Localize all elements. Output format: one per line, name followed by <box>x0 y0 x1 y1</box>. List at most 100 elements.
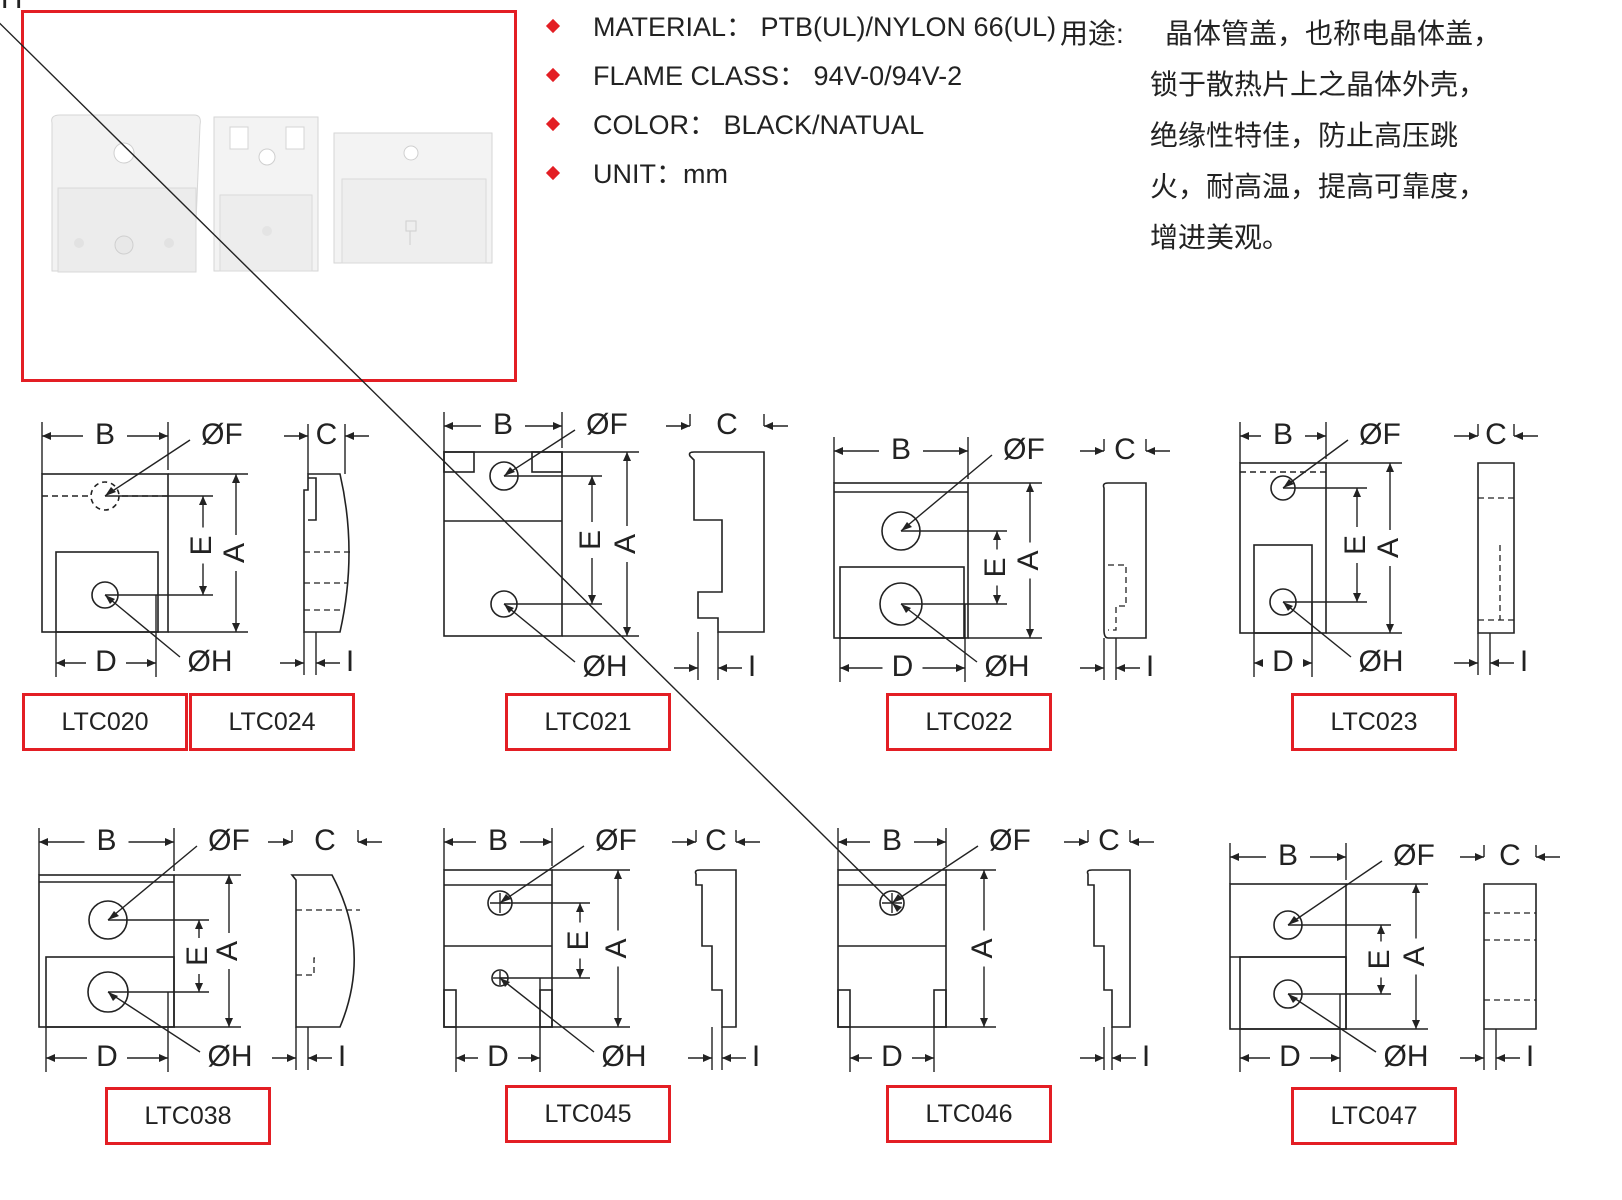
dim-label-b: B <box>891 433 911 466</box>
dim-label-e: E <box>574 530 607 550</box>
spec-flame-class: FLAME CLASS： 94V-0/94V-2 <box>545 57 1068 106</box>
drawing-ltc047-front: B ØF AE D ØH <box>1229 839 1435 1076</box>
dim-label-i: I <box>752 1040 760 1073</box>
drawing-ltc020-side: CI <box>280 418 369 678</box>
product-photo <box>51 114 493 273</box>
dim-label-c: C <box>1098 824 1120 857</box>
dim-label-i: I <box>1526 1040 1534 1073</box>
spec-list: MATERIAL： PTB(UL)/NYLON 66(UL) FLAME CLA… <box>545 8 1068 204</box>
dim-label-b: B <box>882 824 902 857</box>
dim-label-d: D <box>487 1040 509 1073</box>
drawing-ltc021-side: CI <box>666 408 788 683</box>
dim-label-a: A <box>600 938 633 958</box>
model-label-ltc045: LTC045 <box>505 1085 671 1143</box>
dim-label-h: ØH <box>1359 645 1404 678</box>
spec-color: COLOR： BLACK/NATUAL <box>545 106 1068 155</box>
dim-label-d: D <box>1279 1040 1301 1073</box>
dim-label-c: C <box>1114 433 1136 466</box>
model-label-ltc023: LTC023 <box>1291 693 1457 751</box>
dim-label-e: E <box>1363 949 1396 969</box>
drawing-ltc038-side: CI <box>268 824 382 1073</box>
drawing-ltc022-front: B ØF AE D ØH <box>833 433 1046 686</box>
dim-label-d: D <box>95 645 117 678</box>
dim-label-a: A <box>966 938 999 958</box>
photo-part-medium <box>213 116 319 272</box>
dim-label-d: D <box>1272 645 1294 678</box>
usage-line: 晶体管盖，也称电晶体盖， <box>1165 18 1502 49</box>
dim-label-f: ØF <box>1393 839 1435 872</box>
dim-label-i: I <box>338 1040 346 1073</box>
dim-label-c: C <box>316 418 338 451</box>
dim-label-e: E <box>562 930 595 950</box>
dim-label-a: A <box>1398 946 1431 966</box>
dim-label-h: ØH <box>583 650 628 683</box>
dim-label-a: A <box>1012 550 1045 570</box>
dim-label-c: C <box>1485 418 1507 451</box>
dim-label-e: E <box>181 946 214 966</box>
dim-label-f: ØF <box>989 824 1031 857</box>
dim-label-f: ØF <box>1359 418 1401 451</box>
drawing-ltc020-front: B ØF AE D ØH <box>41 418 252 681</box>
dim-label-i: I <box>1142 1040 1150 1073</box>
model-label-ltc020: LTC020 <box>22 693 188 751</box>
model-label-ltc022: LTC022 <box>886 693 1052 751</box>
dim-label-i: I <box>1520 645 1528 678</box>
dim-label-b: B <box>1278 839 1298 872</box>
dim-label-h: ØH <box>0 0 23 15</box>
drawing-ltc023-front: B ØF AE D ØH <box>1239 418 1406 681</box>
model-label-ltc024: LTC024 <box>189 693 355 751</box>
dim-label-f: ØF <box>586 408 628 441</box>
drawing-ltc022-side: CI <box>1080 433 1170 683</box>
dim-label-b: B <box>493 408 513 441</box>
dim-label-h: ØH <box>1384 1040 1429 1073</box>
spec-unit: UNIT：mm <box>545 155 1068 204</box>
dim-label-a: A <box>218 543 251 563</box>
usage-line: 锁于散热片上之晶体外壳， <box>1150 69 1487 100</box>
photo-part-small <box>333 132 493 264</box>
drawing-ltc045-side: CI <box>672 824 760 1073</box>
dim-label-e: E <box>185 535 218 555</box>
dim-label-c: C <box>705 824 727 857</box>
product-photo-frame <box>21 10 517 382</box>
dim-label-f: ØF <box>1003 433 1045 466</box>
usage-line: 火，耐高温，提高可靠度， <box>1150 171 1487 202</box>
dim-label-e: E <box>1339 535 1372 555</box>
drawing-ltc023-side: CI <box>1454 418 1538 678</box>
usage-line: 绝缘性特佳，防止高压跳 <box>1150 120 1459 151</box>
dim-label-f: ØF <box>595 824 637 857</box>
drawing-ltc021-front: B ØF AE ØH <box>443 408 643 683</box>
dim-label-h: ØH <box>602 1040 647 1073</box>
dim-label-i: I <box>748 650 756 683</box>
dim-label-b: B <box>95 418 115 451</box>
dim-label-b: B <box>1273 418 1293 451</box>
usage-label: 用途: <box>1060 18 1124 49</box>
dim-label-e: E <box>979 557 1012 577</box>
model-label-ltc021: LTC021 <box>505 693 671 751</box>
dim-label-h: ØH <box>208 1040 253 1073</box>
drawing-ltc045-front: B ØF AE D ØH <box>443 824 647 1076</box>
dim-label-d: D <box>96 1040 118 1073</box>
dim-label-d: D <box>892 650 914 683</box>
usage-line: 增进美观。 <box>1150 222 1291 253</box>
dim-label-h: ØH <box>188 645 233 678</box>
drawing-ltc046-front: B ØF A D ØH <box>0 0 1031 1073</box>
model-label-ltc038: LTC038 <box>105 1087 271 1145</box>
drawing-ltc046-side: CI <box>1064 824 1154 1073</box>
dim-label-b: B <box>488 824 508 857</box>
dim-label-i: I <box>346 645 354 678</box>
dim-label-h: ØH <box>985 650 1030 683</box>
dim-label-a: A <box>211 941 244 961</box>
dim-label-i: I <box>1146 650 1154 683</box>
dim-label-f: ØF <box>201 418 243 451</box>
dim-label-a: A <box>609 534 642 554</box>
drawing-ltc047-side: CI <box>1460 839 1560 1073</box>
dim-label-a: A <box>1372 538 1405 558</box>
model-label-ltc047: LTC047 <box>1291 1087 1457 1145</box>
spec-material: MATERIAL： PTB(UL)/NYLON 66(UL) <box>545 8 1068 57</box>
dim-label-d: D <box>881 1040 903 1073</box>
dim-label-c: C <box>314 824 336 857</box>
dim-label-b: B <box>96 824 116 857</box>
dim-label-c: C <box>716 408 738 441</box>
